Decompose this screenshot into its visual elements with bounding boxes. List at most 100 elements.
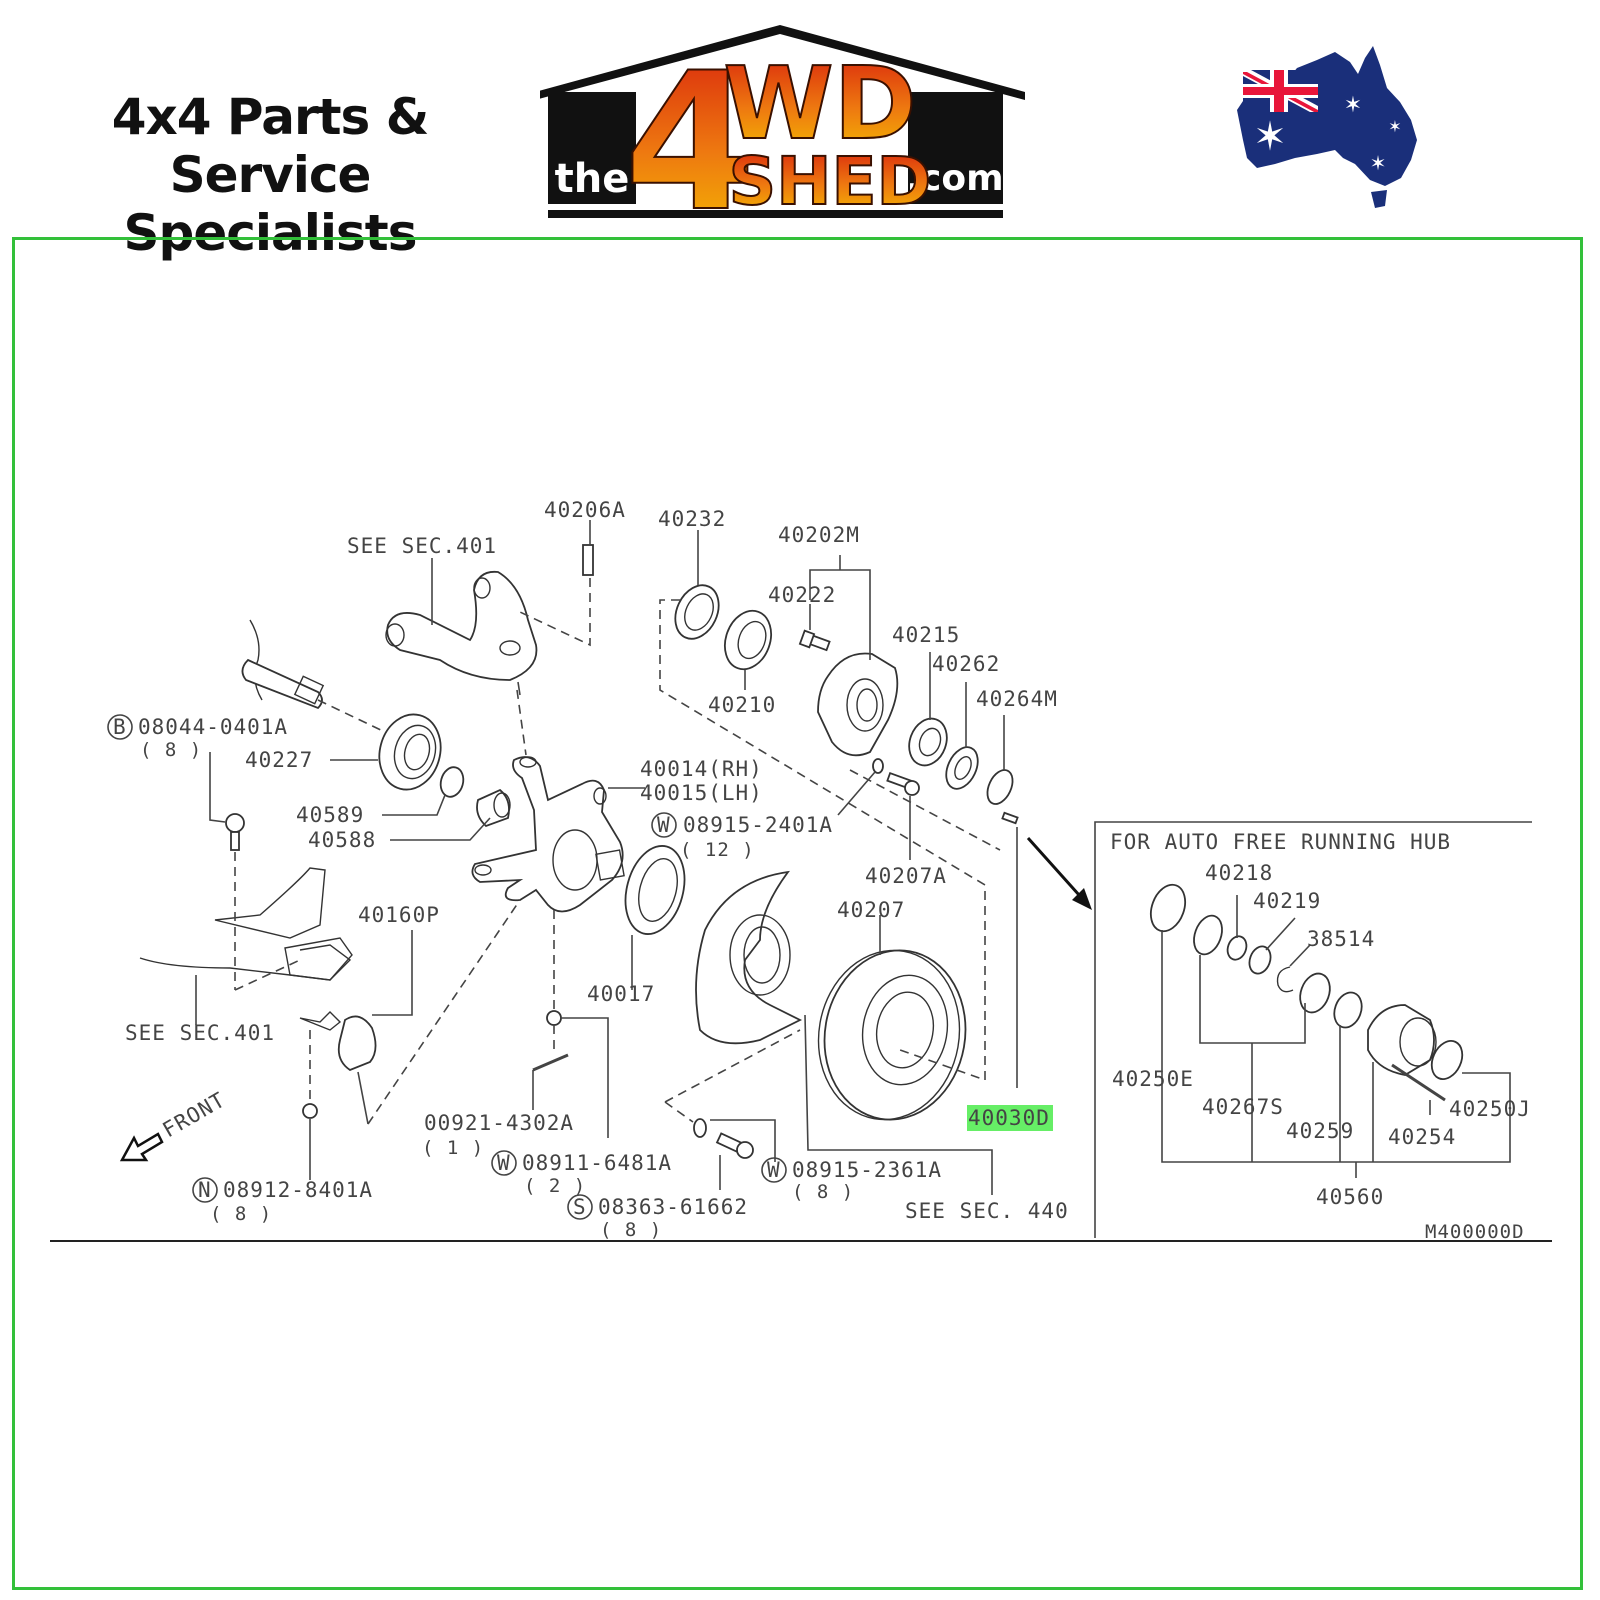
label-40015[interactable]: 40015(LH)	[640, 781, 763, 805]
label-40210[interactable]: 40210	[708, 693, 776, 717]
part-40259-spring[interactable]	[1330, 989, 1367, 1032]
label-00921-4302A[interactable]: 00921-4302A	[424, 1111, 574, 1135]
part-40267S-seal[interactable]	[1295, 969, 1335, 1016]
drive-shaft[interactable]	[241, 619, 325, 710]
label-40160P[interactable]: 40160P	[358, 903, 440, 927]
label-40206A[interactable]: 40206A	[544, 498, 626, 522]
part-40222-hub-bolt[interactable]	[798, 629, 831, 652]
label-08915-2401A[interactable]: 08915-2401A	[683, 813, 833, 837]
part-38514-snap-ring[interactable]	[1276, 966, 1294, 993]
part-40218-washer[interactable]	[1224, 934, 1249, 963]
s-circle-icon	[567, 1194, 593, 1220]
part-40250J-cap[interactable]	[1426, 1036, 1468, 1084]
label-40215[interactable]: 40215	[892, 623, 960, 647]
label-40202M[interactable]: 40202M	[778, 523, 860, 547]
label-see-sec-401-top[interactable]: SEE SEC.401	[347, 534, 497, 558]
front-arrow-icon	[119, 1132, 164, 1162]
part-40232-seal[interactable]	[667, 578, 727, 646]
label-qty-1: ( 1 )	[422, 1137, 484, 1159]
leader-lines	[195, 520, 1511, 1195]
n-circle-icon	[192, 1177, 218, 1203]
bolt-40206A[interactable]	[582, 544, 594, 576]
label-40259[interactable]: 40259	[1286, 1119, 1354, 1143]
nut-08912-8401A[interactable]	[302, 1103, 318, 1119]
label-08044-0401A[interactable]: 08044-0401A	[138, 715, 288, 739]
label-40207A[interactable]: 40207A	[865, 864, 947, 888]
flag-star-1: ✶	[1344, 93, 1362, 118]
part-40207A-bolt[interactable]	[886, 771, 920, 796]
label-w-circle-2: W	[497, 1151, 511, 1175]
part-40227-bearing[interactable]	[371, 708, 449, 797]
label-40267S[interactable]: 40267S	[1202, 1095, 1284, 1119]
label-40588[interactable]: 40588	[308, 828, 376, 852]
label-40219[interactable]: 40219	[1253, 889, 1321, 913]
label-40264M[interactable]: 40264M	[976, 687, 1058, 711]
label-40254[interactable]: 40254	[1388, 1125, 1456, 1149]
w-circle-icon-2	[491, 1150, 517, 1176]
label-40222[interactable]: 40222	[768, 583, 836, 607]
label-08363-61662[interactable]: 08363-61662	[598, 1195, 748, 1219]
cotter-pin-00921-4302A[interactable]	[532, 1053, 569, 1072]
label-08911-6481A[interactable]: 08911-6481A	[522, 1151, 672, 1175]
part-40254-hub-assembly[interactable]	[1367, 1004, 1446, 1102]
dust-shield[interactable]	[695, 870, 803, 1045]
upper-control-arm[interactable]	[385, 570, 538, 696]
label-40017[interactable]: 40017	[587, 982, 655, 1006]
label-40262[interactable]: 40262	[932, 652, 1000, 676]
logo-the-text: the	[555, 156, 630, 202]
lower-arm-bracket	[139, 867, 353, 981]
part-40262-washer[interactable]	[940, 742, 984, 794]
part-40219-washer[interactable]	[1246, 943, 1274, 976]
label-40250J[interactable]: 40250J	[1449, 1097, 1531, 1121]
steering-knuckle[interactable]	[471, 756, 625, 913]
label-40250E[interactable]: 40250E	[1112, 1067, 1194, 1091]
part-40264M-lockwasher[interactable]	[982, 766, 1017, 808]
logo-com-text: .com	[906, 158, 1003, 199]
label-40207[interactable]: 40207	[837, 898, 905, 922]
label-s-circle: S	[573, 1195, 587, 1219]
part-40207-brake-rotor[interactable]	[805, 939, 978, 1131]
inset-pointer-arrowhead	[1072, 888, 1092, 910]
label-40589[interactable]: 40589	[296, 803, 364, 827]
logo-4-text: 4	[624, 32, 756, 220]
w-circle-icon-3	[761, 1157, 787, 1183]
part-40202M-hub[interactable]	[817, 652, 899, 757]
washer-08915-2401A[interactable]	[872, 758, 884, 774]
tagline: 4x4 Parts & Service Specialists	[30, 88, 510, 262]
label-40227[interactable]: 40227	[245, 748, 313, 772]
label-qty-8c: ( 8 )	[792, 1181, 854, 1203]
label-b-circle: B	[113, 715, 127, 739]
label-40232[interactable]: 40232	[658, 507, 726, 531]
front-direction-arrow: FRONT	[119, 1087, 230, 1162]
the-4wd-shed-logo[interactable]: the .com 4 WD SHED	[540, 20, 1040, 220]
label-40014[interactable]: 40014(RH)	[640, 757, 763, 781]
bolt-08363-61662[interactable]	[715, 1132, 754, 1159]
flag-union-v-red	[1274, 70, 1284, 112]
label-40218[interactable]: 40218	[1205, 861, 1273, 885]
label-08912-8401A[interactable]: 08912-8401A	[223, 1178, 373, 1202]
tagline-line-2: Specialists	[123, 204, 418, 262]
label-qty-2: ( 2 )	[524, 1175, 586, 1197]
part-40017-plate[interactable]	[616, 839, 693, 940]
label-40560[interactable]: 40560	[1316, 1185, 1384, 1209]
part-40589-seal[interactable]	[437, 765, 466, 800]
part-40210-bearing[interactable]	[717, 604, 779, 675]
bolt-08044-0401A[interactable]	[225, 813, 245, 851]
part-40160P-ball-joint[interactable]	[299, 1011, 377, 1125]
label-08915-2361A[interactable]: 08915-2361A	[792, 1158, 942, 1182]
part-40267S-ring[interactable]	[1189, 912, 1227, 958]
part-40264M-screw[interactable]	[1001, 811, 1019, 825]
label-38514[interactable]: 38514	[1307, 927, 1375, 951]
diagram-frame	[12, 237, 1583, 1590]
washer-08915-2361A[interactable]	[693, 1118, 707, 1138]
label-see-sec-440[interactable]: SEE SEC. 440	[905, 1199, 1069, 1223]
part-40215-bearing[interactable]	[903, 713, 953, 770]
australia-tasmania-shape	[1371, 190, 1387, 208]
part-40250E-oring[interactable]	[1145, 880, 1191, 936]
nut-08911-6481A[interactable]	[546, 1010, 562, 1026]
highlight-40030D	[967, 1105, 1053, 1131]
label-see-sec-401-left[interactable]: SEE SEC.401	[125, 1021, 275, 1045]
part-40588-bushing[interactable]	[476, 788, 511, 828]
australia-map-shape	[1237, 46, 1417, 186]
label-40030D[interactable]: 40030D	[968, 1106, 1050, 1130]
